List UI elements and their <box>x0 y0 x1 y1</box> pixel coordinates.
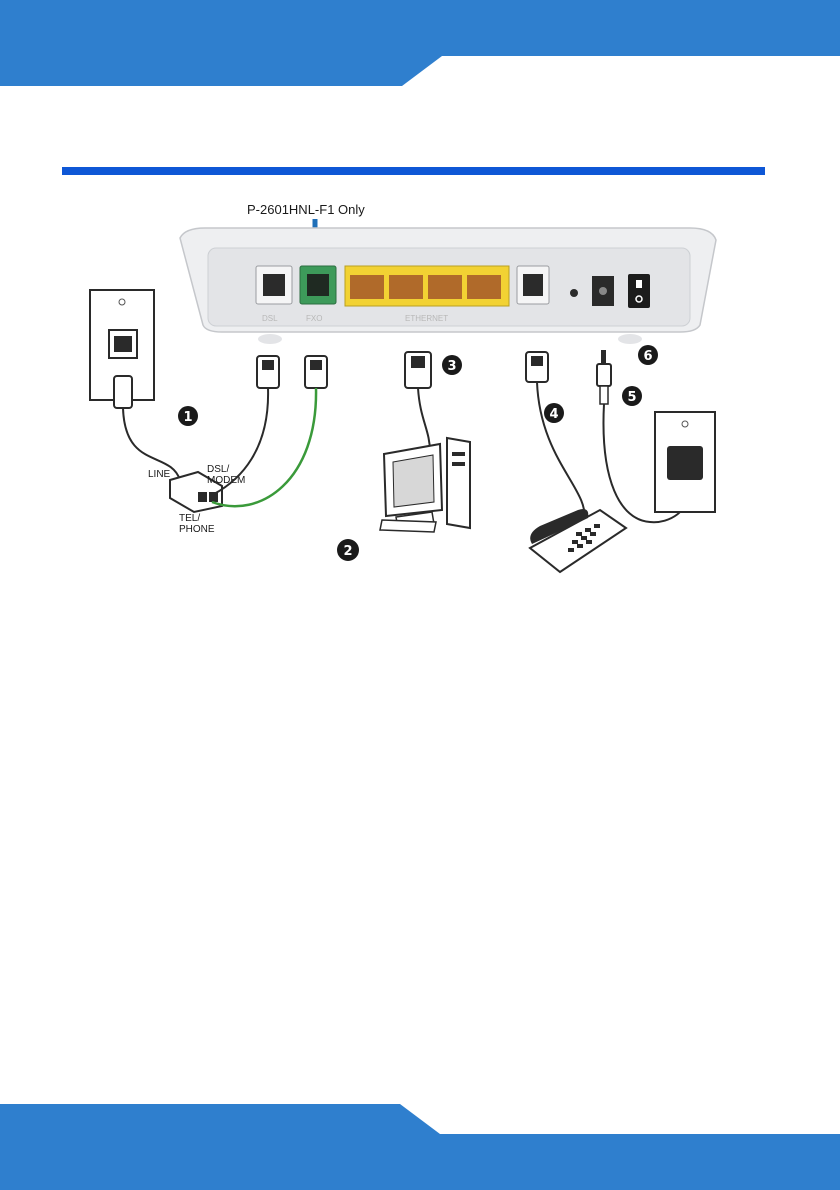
step-3-badge: 3 <box>442 355 462 375</box>
ethernet-cable-plug <box>405 352 431 388</box>
computer-illustration <box>380 438 470 532</box>
phone-cable <box>537 382 584 520</box>
power-plug <box>597 350 611 404</box>
svg-text:6: 6 <box>643 349 652 364</box>
power-jack <box>592 276 614 306</box>
svg-text:5: 5 <box>627 390 636 405</box>
telephone-illustration <box>530 509 626 572</box>
step-2-badge: 2 <box>337 539 359 561</box>
splitter-dsl-label-2: MODEM <box>207 475 245 486</box>
fxo-cable-plug <box>305 356 327 388</box>
svg-text:FXO: FXO <box>306 314 322 323</box>
svg-text:3: 3 <box>447 359 456 374</box>
svg-text:2: 2 <box>343 544 352 559</box>
step-4-badge: 4 <box>544 403 564 423</box>
splitter-tel-label-1: TEL/ <box>179 513 200 524</box>
svg-text:4: 4 <box>549 407 558 422</box>
splitter-tel-label-2: PHONE <box>179 524 215 535</box>
step-6-badge: 6 <box>638 345 658 365</box>
dsl-cable-plug <box>257 356 279 388</box>
wall-power-outlet <box>655 412 715 512</box>
reset-button <box>570 289 578 297</box>
footer-band <box>0 1104 840 1190</box>
section-rule <box>62 167 765 175</box>
fxo-cable <box>212 388 316 506</box>
splitter-line-label: LINE <box>148 469 171 480</box>
phone-port <box>517 266 549 304</box>
step-5-badge: 5 <box>622 386 642 406</box>
callout-label: P-2601HNL-F1 Only <box>247 202 365 217</box>
connection-diagram: P-2601HNL-F1 Only DSL FXO ETHERNET <box>0 180 840 600</box>
svg-text:DSL: DSL <box>262 314 278 323</box>
step-1-badge: 1 <box>178 406 198 426</box>
ethernet-cable <box>418 388 430 452</box>
wall-phone-jack <box>90 290 154 408</box>
splitter-dsl-label-1: DSL/ <box>207 464 229 475</box>
power-switch <box>628 274 650 308</box>
router: DSL FXO ETHERNET <box>180 228 716 344</box>
phone-cable-plug <box>526 352 548 382</box>
svg-text:1: 1 <box>183 410 192 425</box>
header-band <box>0 0 840 86</box>
svg-text:ETHERNET: ETHERNET <box>405 314 448 323</box>
